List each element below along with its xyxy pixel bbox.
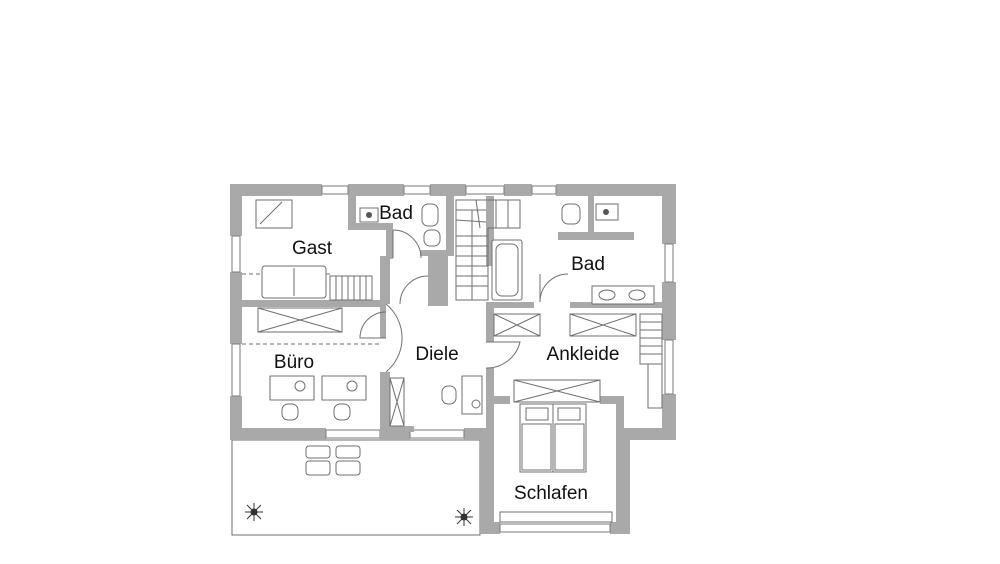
bath-right-fixtures [491, 203, 655, 305]
office-chair [281, 403, 299, 421]
room-label-bad-left: Bad [379, 203, 413, 224]
desk [321, 375, 367, 401]
shower-icon [359, 207, 379, 223]
diele-furniture [359, 275, 521, 427]
stairs [455, 199, 521, 301]
buero-furniture [242, 307, 380, 421]
plant-icon [245, 503, 263, 521]
sink [461, 375, 483, 415]
terrace-chair [305, 445, 331, 459]
room-label-schlafen: Schlafen [514, 483, 588, 504]
room-label-diele: Diele [415, 344, 458, 365]
room-label-ankleide: Ankleide [547, 344, 620, 365]
outer-walls [230, 184, 676, 534]
toilet [421, 203, 439, 227]
plant-icon [455, 508, 473, 526]
toilet [441, 385, 457, 405]
bath-left-fixtures [359, 203, 441, 259]
shower-icon [595, 203, 619, 221]
schlafen-furniture [499, 403, 613, 523]
ankleide-furniture [493, 313, 637, 403]
terrace [231, 439, 481, 536]
interior-walls [242, 196, 662, 438]
steps-ankleide [639, 313, 663, 409]
windows [231, 185, 674, 533]
terrace-chair [335, 445, 361, 459]
terrace-chair [335, 460, 361, 476]
gast-furniture [242, 199, 330, 299]
room-label-buero: Büro [274, 352, 314, 373]
sink [423, 229, 441, 247]
desk [269, 375, 315, 401]
office-chair [333, 403, 351, 421]
room-label-bad-right: Bad [571, 254, 605, 275]
bathtub [491, 239, 523, 301]
toilet [561, 203, 581, 225]
terrace-chair [305, 460, 331, 476]
steps-gast [329, 275, 373, 301]
room-label-gast: Gast [292, 238, 333, 259]
